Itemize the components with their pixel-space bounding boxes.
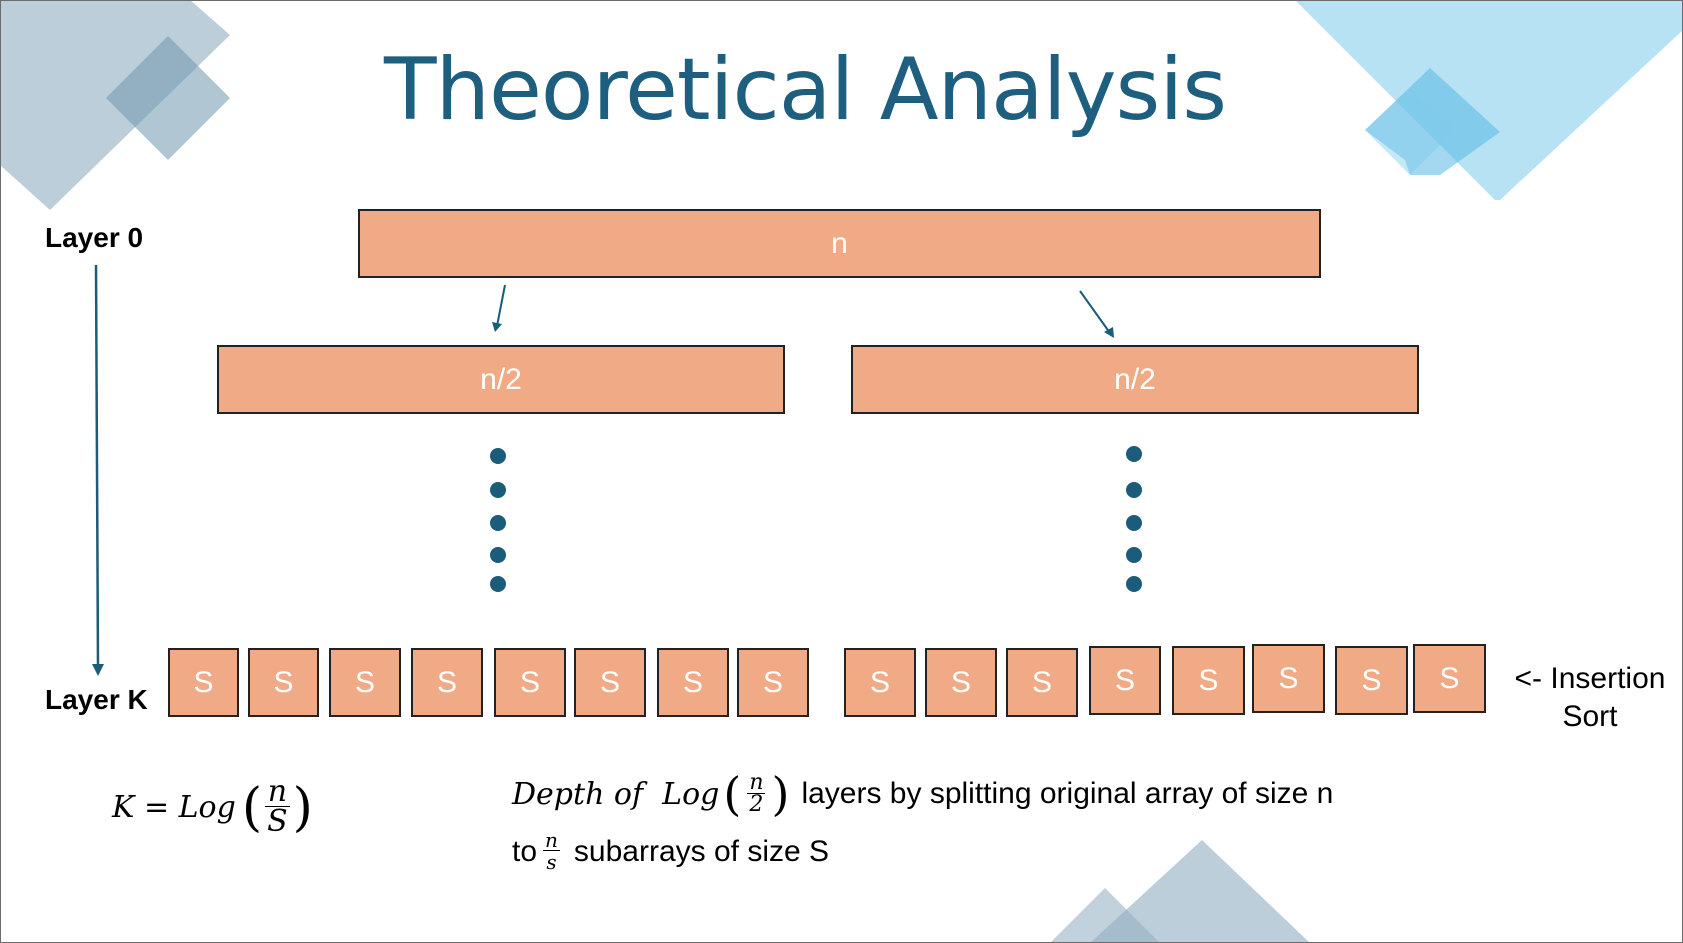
leaf-box: S: [248, 648, 319, 717]
layer-arrow: [94, 264, 100, 669]
leaf-box: S: [411, 648, 483, 717]
layer-0-label: Layer 0: [45, 222, 144, 253]
insertion-sort-note-line1: <- Insertion: [1514, 662, 1666, 695]
leaf-box: S: [1335, 646, 1408, 715]
slide-title: Theoretical Analysis: [383, 40, 1227, 140]
depth-denominator: 2: [749, 791, 764, 817]
description-line-1: Depth of Log ( n 2 ) layers by splitting…: [512, 767, 1334, 821]
split-arrow-left: [496, 284, 506, 327]
leaf-box: S: [1413, 644, 1486, 713]
layer-k-label: Layer K: [45, 684, 148, 715]
line2-suffix: subarrays of size S: [573, 834, 830, 868]
description-line-2: to n s subarrays of size S: [512, 830, 829, 873]
k-formula-numerator: n: [264, 777, 291, 807]
leaf-box: S: [737, 648, 809, 717]
right-half-box: n/2: [851, 345, 1419, 414]
leaf-box: S: [1006, 648, 1078, 717]
split-arrow-right: [1079, 290, 1111, 334]
depth-suffix: layers by splitting original array of si…: [801, 777, 1334, 810]
leaf-box: S: [168, 648, 239, 717]
leaf-box: S: [329, 648, 401, 717]
k-formula-denominator: S: [267, 804, 288, 839]
line2-numerator: n: [543, 828, 560, 852]
leaf-box: S: [494, 648, 566, 717]
left-half-box: n/2: [217, 345, 785, 414]
insertion-sort-note-line2: Sort: [1562, 700, 1618, 733]
depth-label: Depth of Log: [512, 776, 720, 812]
leaf-box: S: [657, 648, 729, 717]
leaf-box: S: [574, 648, 646, 717]
leaf-box: S: [844, 648, 916, 717]
k-formula-lhs: K = Log: [112, 790, 236, 825]
line2-prefix: to: [512, 834, 538, 868]
insertion-sort-note: <- Insertion Sort: [1500, 660, 1680, 736]
root-array-box: n: [358, 209, 1321, 278]
leaf-box: S: [1252, 644, 1325, 713]
leaf-box: S: [1089, 646, 1161, 715]
depth-numerator: n: [747, 769, 766, 795]
leaf-box: S: [925, 648, 997, 717]
leaf-box: S: [1172, 646, 1245, 715]
k-formula: K = Log ( n S ): [112, 774, 313, 839]
line2-denominator: s: [546, 850, 557, 874]
